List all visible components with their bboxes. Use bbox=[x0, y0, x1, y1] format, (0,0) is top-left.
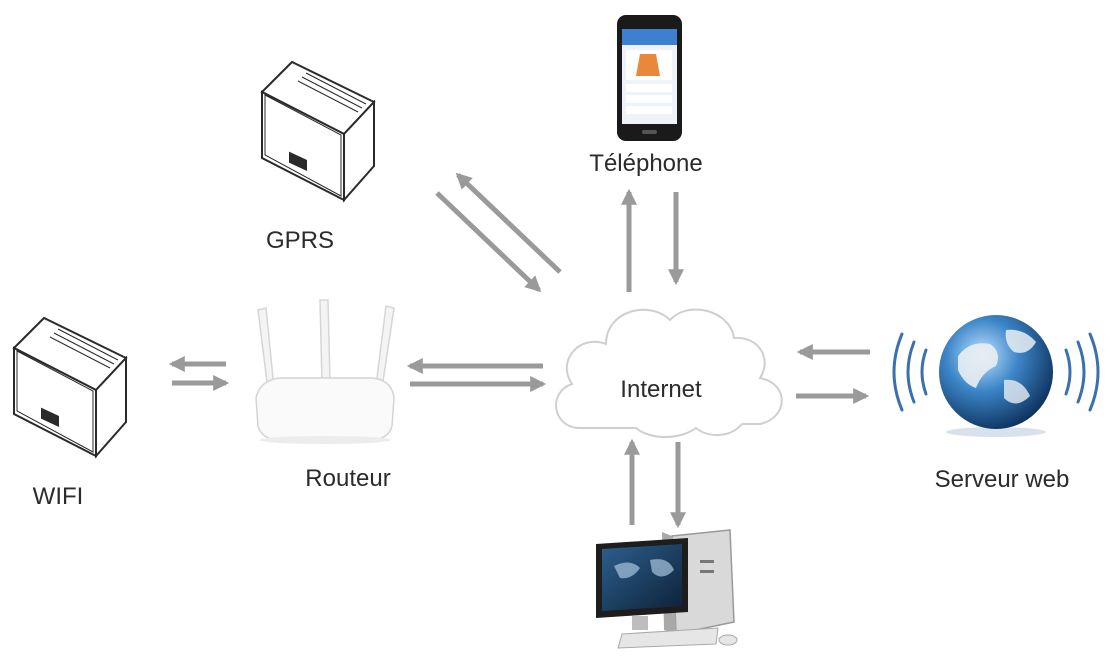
webserver-label: Serveur web bbox=[935, 466, 1070, 493]
arrow-internet-webserver bbox=[796, 343, 870, 405]
internet-label: Internet bbox=[620, 376, 702, 403]
smartphone-icon bbox=[617, 15, 682, 141]
wifi-label: WIFI bbox=[33, 483, 84, 510]
arrow-internet-computer bbox=[623, 438, 687, 529]
cloud-icon bbox=[555, 308, 783, 438]
arrow-router-internet bbox=[406, 357, 547, 393]
arrow-gprs-internet bbox=[435, 172, 562, 293]
signal-waves-icon bbox=[892, 332, 1100, 412]
gprs-label: GPRS bbox=[266, 227, 334, 254]
router-icon bbox=[255, 299, 395, 444]
desktop-computer-icon bbox=[596, 529, 738, 649]
arrow-internet-phone bbox=[620, 188, 685, 292]
wifi-inverter-icon bbox=[12, 316, 128, 459]
arrow-wifi-router bbox=[168, 355, 230, 392]
globe-icon bbox=[892, 315, 1100, 437]
router-label: Routeur bbox=[305, 465, 390, 492]
phone-label: Téléphone bbox=[589, 150, 702, 177]
gprs-inverter-icon bbox=[260, 60, 376, 203]
